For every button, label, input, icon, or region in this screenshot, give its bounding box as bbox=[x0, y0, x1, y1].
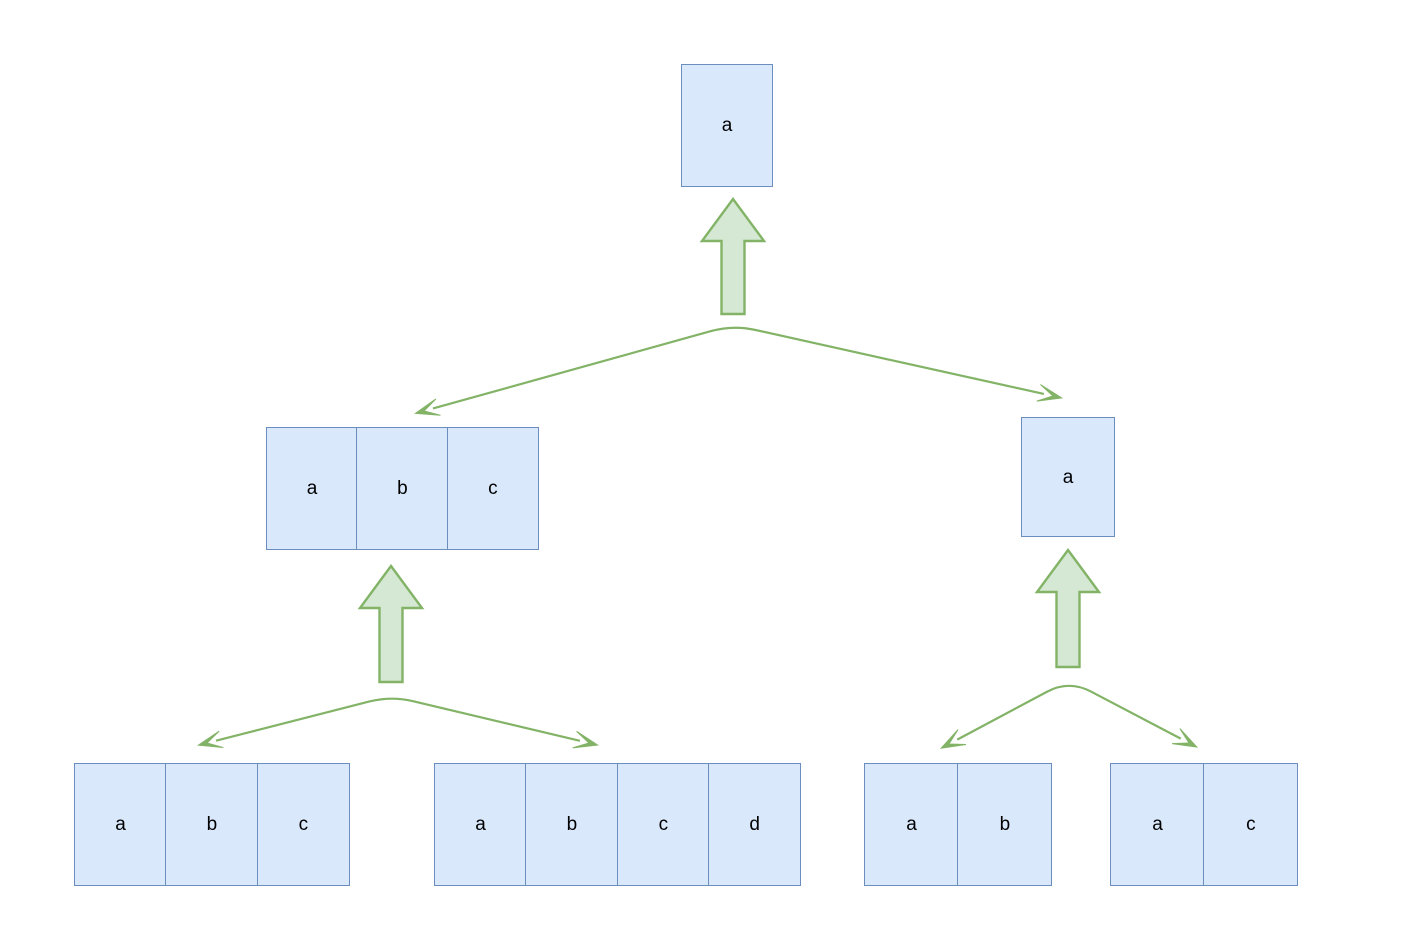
split-mid-right-right-arrowhead-icon bbox=[1171, 728, 1199, 748]
cell-mid-left-1: b bbox=[356, 427, 449, 550]
sequence-node-mid-right: a bbox=[1021, 417, 1115, 537]
cell-leaf-2-3: d bbox=[708, 763, 802, 886]
cell-leaf-2-0: a bbox=[434, 763, 527, 886]
split-root-line bbox=[432, 326, 1045, 410]
cell-leaf-2-1: b bbox=[525, 763, 619, 886]
cell-mid-left-2: c bbox=[446, 427, 539, 550]
split-root-left-arrowhead-icon bbox=[414, 398, 441, 416]
cell-mid-left-0: a bbox=[266, 427, 358, 550]
split-mid-left-right-arrowhead-icon bbox=[572, 730, 600, 749]
cell-leaf-3-0: a bbox=[864, 763, 959, 886]
split-mid-right bbox=[939, 684, 1199, 749]
cell-leaf-4-0: a bbox=[1110, 763, 1205, 886]
cell-mid-right-0: a bbox=[1021, 417, 1115, 537]
split-mid-left bbox=[197, 697, 600, 749]
cell-leaf-1-1: b bbox=[165, 763, 259, 886]
arrow-mid-right-up bbox=[1034, 547, 1102, 669]
split-root bbox=[414, 326, 1064, 416]
split-mid-right-left-arrowhead-icon bbox=[939, 729, 967, 749]
split-mid-right-line bbox=[956, 684, 1182, 741]
cell-leaf-1-0: a bbox=[74, 763, 167, 886]
sequence-node-root: a bbox=[681, 64, 773, 187]
cell-leaf-3-1: b bbox=[957, 763, 1053, 886]
arrow-root-up bbox=[699, 196, 767, 316]
split-mid-left-left-arrowhead-icon bbox=[197, 730, 224, 749]
split-root-right-arrowhead-icon bbox=[1036, 384, 1064, 402]
cell-root-0: a bbox=[681, 64, 773, 187]
cell-leaf-1-2: c bbox=[256, 763, 350, 886]
arrow-mid-left-up bbox=[357, 563, 425, 684]
split-mid-left-line bbox=[215, 697, 581, 742]
cell-leaf-4-1: c bbox=[1203, 763, 1299, 886]
cell-leaf-2-2: c bbox=[616, 763, 710, 886]
